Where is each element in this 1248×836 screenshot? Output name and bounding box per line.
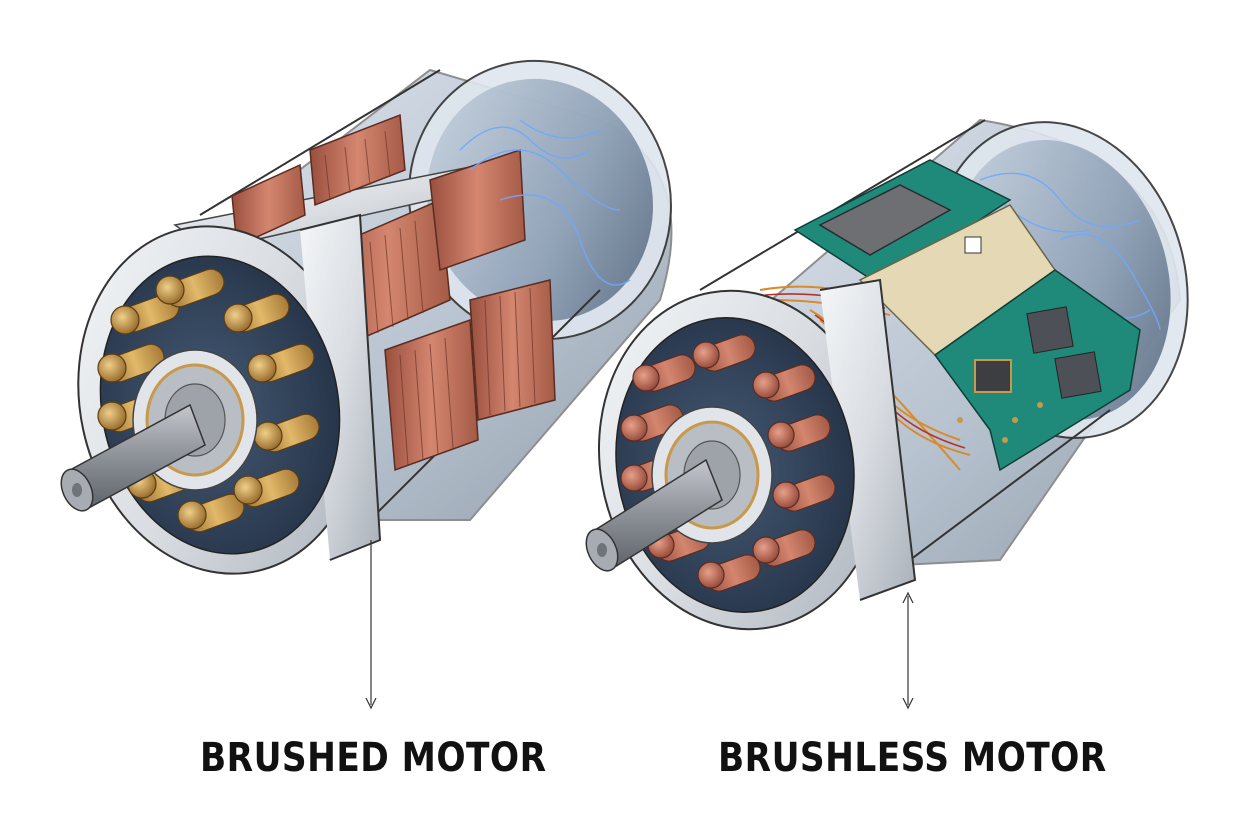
brushed-motor-label: BRUSHED MOTOR — [200, 735, 547, 781]
output-shaft-2 — [585, 458, 723, 572]
electric-sparks — [459, 119, 631, 286]
brushless-pointer-arrow — [902, 591, 914, 710]
brushed-pointer-arrow — [365, 540, 377, 710]
controller-pcb — [793, 159, 1141, 472]
brushless-motor-label: BRUSHLESS MOTOR — [718, 735, 1107, 781]
output-shaft — [60, 403, 206, 512]
brass-magnet-pins — [97, 268, 320, 533]
brushless-motor-illustration — [585, 118, 1189, 710]
brushed-motor-illustration — [60, 59, 673, 710]
